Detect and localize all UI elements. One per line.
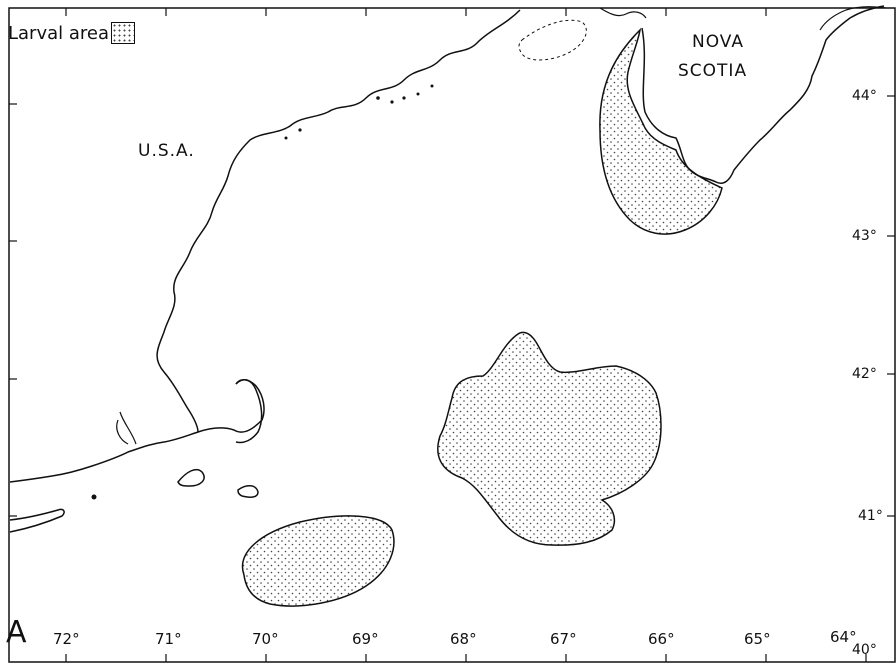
lon-label-70: 70° <box>252 630 279 648</box>
right-ticks <box>887 95 895 517</box>
nova-scotia-north-shore <box>819 6 887 31</box>
lon-label-67: 67° <box>550 630 577 648</box>
nantucket <box>237 485 259 498</box>
nova-label: NOVA <box>692 32 744 52</box>
top-ticks <box>65 8 767 16</box>
lat-label-43: 43° <box>852 228 877 244</box>
lon-label-71: 71° <box>155 630 182 648</box>
left-ticks <box>9 103 17 517</box>
lon-label-69: 69° <box>352 630 379 648</box>
larval-area-georges-bank <box>437 331 662 546</box>
cape-cod <box>235 379 263 444</box>
larval-area-swatch <box>111 22 136 44</box>
long-island <box>9 508 65 533</box>
marthas-vineyard <box>177 468 205 487</box>
new-brunswick-shore <box>599 7 647 19</box>
legend-label: Larval area <box>8 22 110 44</box>
narragansett-bay <box>116 411 137 445</box>
panel-letter: A <box>6 615 27 650</box>
larval-area-scotian-shelf <box>599 27 723 235</box>
lon-label-65: 65° <box>744 630 771 648</box>
map-border <box>8 7 896 663</box>
larval-area-southern-ellipse <box>241 515 395 607</box>
lat-label-42: 42° <box>852 366 877 382</box>
lon-label-72: 72° <box>53 630 80 648</box>
block-island <box>91 494 97 500</box>
nova-scotia-coastline <box>641 5 885 184</box>
lon-label-68: 68° <box>450 630 477 648</box>
maine-islands <box>284 84 434 140</box>
lon-label-66: 66° <box>648 630 675 648</box>
usa-label: U.S.A. <box>138 141 195 161</box>
southern-new-england-shore <box>9 431 199 483</box>
bottom-ticks <box>65 654 867 662</box>
us-coastline <box>156 9 521 434</box>
legend: Larval area <box>8 22 136 44</box>
lat-label-40: 40° <box>852 642 877 658</box>
fundy-island-outline <box>518 19 587 61</box>
lat-label-41: 41° <box>858 508 883 524</box>
lon-label-64: 64° <box>830 628 857 646</box>
lat-label-44: 44° <box>852 88 877 104</box>
scotia-label: SCOTIA <box>678 61 748 81</box>
